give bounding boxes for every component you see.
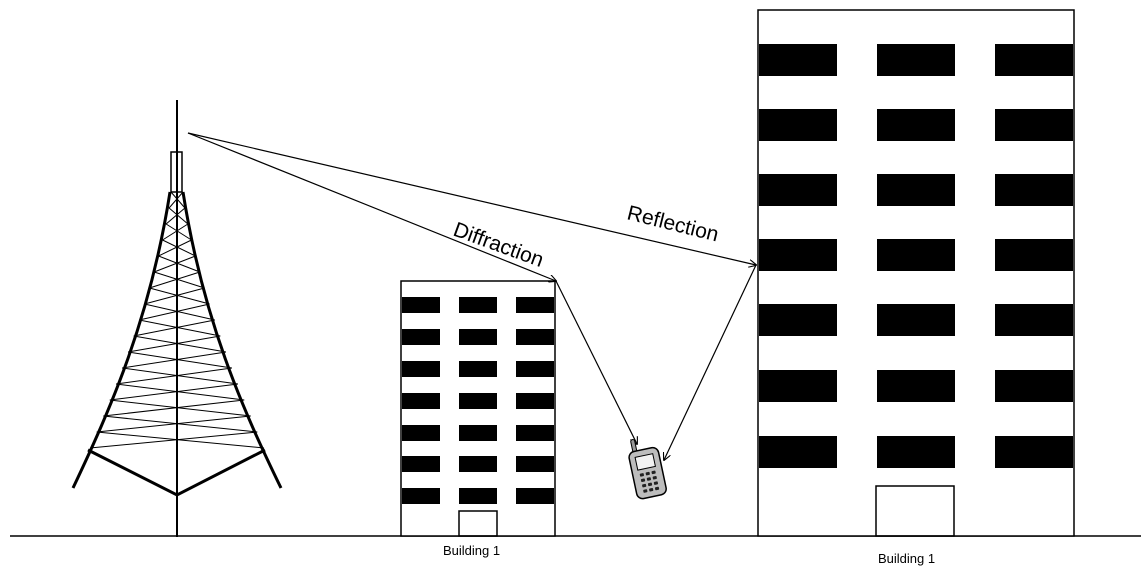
- window: [877, 436, 955, 468]
- window: [459, 425, 497, 441]
- window: [516, 329, 554, 345]
- building-small-label: Building 1: [443, 543, 500, 558]
- window: [877, 304, 955, 336]
- window: [516, 456, 554, 472]
- window: [759, 239, 837, 271]
- window: [877, 109, 955, 141]
- window: [759, 436, 837, 468]
- window: [402, 297, 440, 313]
- window: [459, 393, 497, 409]
- transmission-tower-icon: [71, 100, 283, 537]
- signal-rays: [187, 132, 757, 460]
- window: [402, 329, 440, 345]
- building-small-door: [458, 510, 498, 537]
- window: [877, 239, 955, 271]
- window: [877, 370, 955, 402]
- window: [459, 456, 497, 472]
- window: [516, 488, 554, 504]
- diffraction-ray-to-phone: [555, 280, 637, 444]
- window: [995, 174, 1073, 206]
- window: [402, 361, 440, 377]
- window: [995, 44, 1073, 76]
- window: [459, 488, 497, 504]
- window: [402, 425, 440, 441]
- window: [516, 361, 554, 377]
- window: [759, 109, 837, 141]
- diffraction-ray-incident: [187, 132, 556, 281]
- window: [995, 109, 1073, 141]
- window: [459, 361, 497, 377]
- window: [402, 456, 440, 472]
- reflection-ray-incident: [187, 132, 756, 265]
- building-large-label: Building 1: [878, 551, 935, 566]
- window: [995, 370, 1073, 402]
- window: [759, 174, 837, 206]
- window: [877, 44, 955, 76]
- window: [877, 174, 955, 206]
- reflection-label: Reflection: [625, 202, 721, 247]
- reflection-ray-to-phone: [664, 264, 757, 460]
- window: [402, 488, 440, 504]
- window: [516, 393, 554, 409]
- window: [759, 44, 837, 76]
- window: [516, 297, 554, 313]
- building-small: [400, 280, 556, 537]
- window: [759, 370, 837, 402]
- window: [995, 304, 1073, 336]
- window: [402, 393, 440, 409]
- window: [459, 297, 497, 313]
- window: [995, 436, 1073, 468]
- mobile-phone-icon: [628, 439, 667, 500]
- diffraction-label: Diffraction: [450, 218, 546, 272]
- window: [759, 304, 837, 336]
- window: [516, 425, 554, 441]
- window: [459, 329, 497, 345]
- building-large: [757, 9, 1075, 537]
- window: [995, 239, 1073, 271]
- building-large-door: [875, 485, 955, 537]
